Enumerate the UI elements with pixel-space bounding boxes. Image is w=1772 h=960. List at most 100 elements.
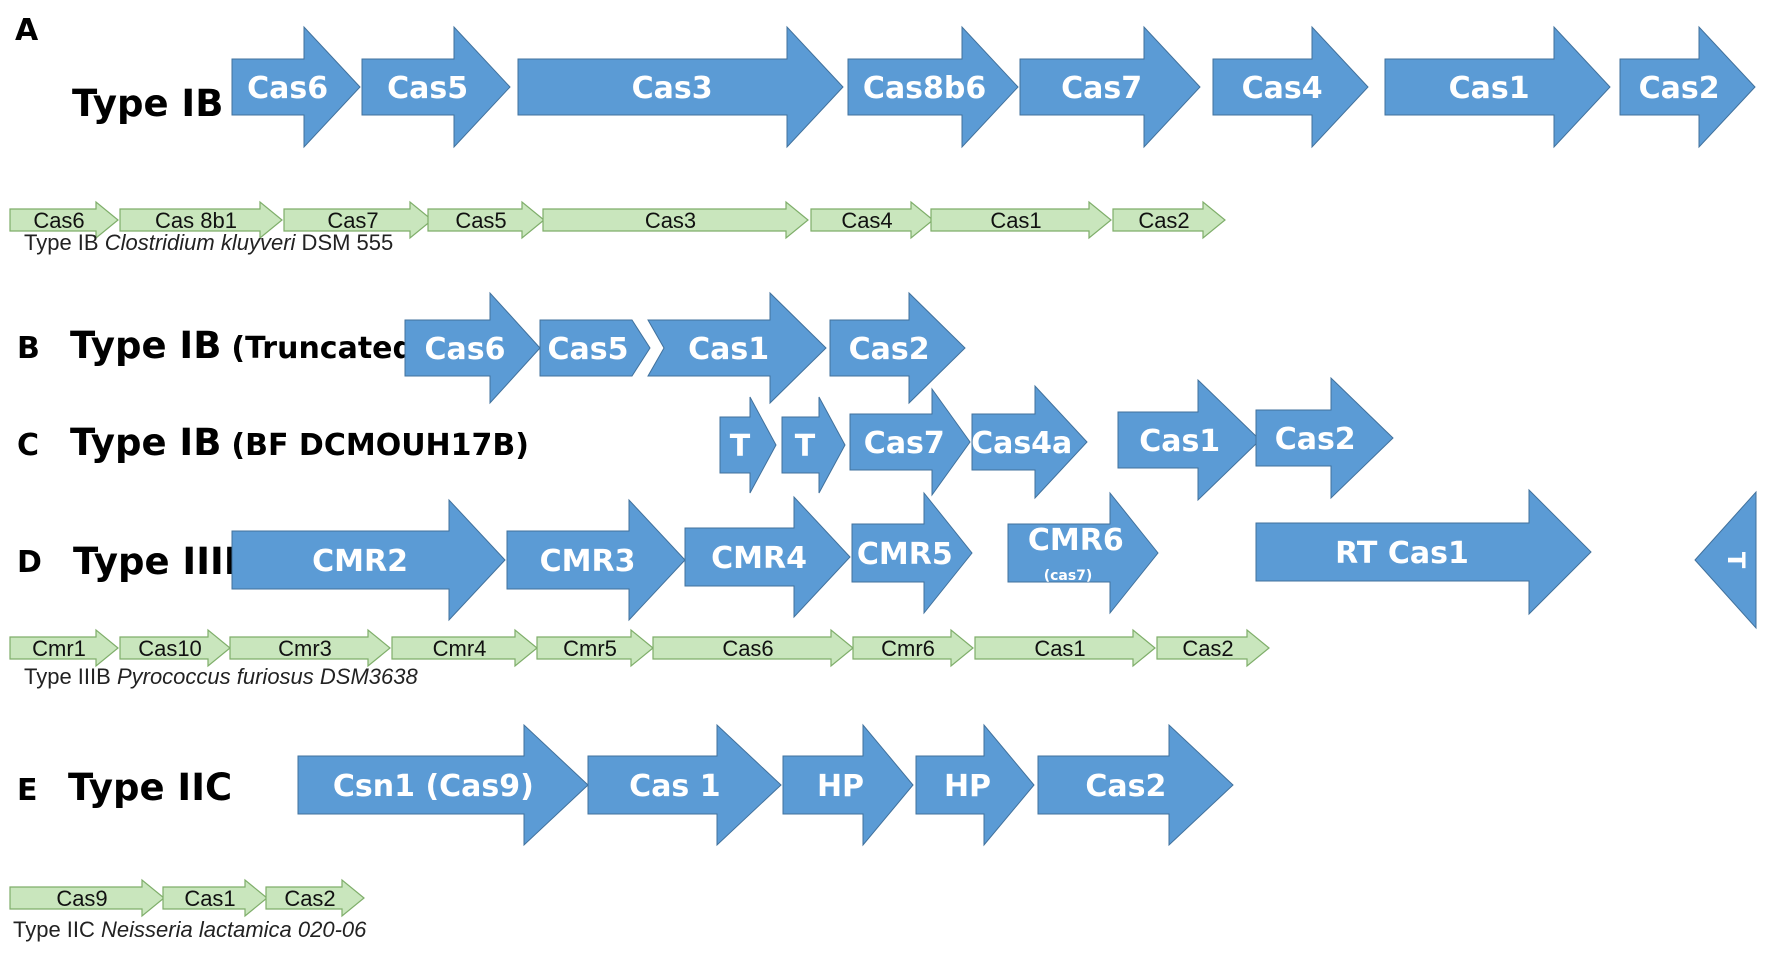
reference-gene-label: Cmr1 — [32, 636, 86, 661]
reference-gene-shape — [810, 200, 934, 240]
panel-b-title-sub: (Truncated) — [231, 331, 427, 366]
gene-arrow-shape — [1619, 25, 1756, 149]
gene-arrow-shape — [915, 723, 1035, 847]
reference-gene-arrow: Cas6 — [652, 628, 854, 668]
reference-gene-shape — [1156, 628, 1270, 668]
reference-gene-label: Cas1 — [1034, 636, 1085, 661]
panel-letter-e: E — [17, 773, 38, 808]
gene-arrow-c-1-t: T — [781, 396, 846, 494]
panel-d-reference-row: Cmr1 Cas10 Cmr3 Cmr4 Cmr5 Cas6 Cmr6 Cas1 Cas2 — [9, 628, 1270, 668]
gene-arrow-shape — [1117, 378, 1261, 502]
reference-gene-shape — [119, 200, 283, 240]
gene-arrow-shape — [539, 319, 651, 377]
reference-gene-label: Cas6 — [33, 208, 84, 233]
reference-gene-label: Cmr3 — [278, 636, 332, 661]
reference-gene-label: Cmr6 — [881, 636, 935, 661]
reference-gene-arrow: Cas2 — [265, 878, 365, 918]
gene-label: Cas4 — [1242, 71, 1323, 106]
reference-gene-shape — [427, 200, 545, 240]
reference-gene-label: Cas5 — [455, 208, 506, 233]
reference-gene-shape — [652, 628, 854, 668]
reference-gene-label: Cas 8b1 — [155, 208, 237, 233]
gene-arrow-cmr2: CMR2 — [231, 498, 506, 622]
gene-arrow-e-4-cas2: Cas2 — [1037, 723, 1234, 847]
gene-label: Cas3 — [632, 71, 713, 106]
gene-arrow-shape — [1037, 723, 1234, 847]
gene-arrow-shape — [1255, 488, 1592, 616]
gene-label: CMR3 — [540, 544, 636, 579]
reference-gene-arrow: Cas2 — [1156, 628, 1270, 668]
caption-strain: DSM 555 — [295, 230, 393, 255]
gene-arrow-c-3-cas4a: Cas4a — [971, 384, 1088, 500]
gene-arrow-cas7: Cas7 — [1019, 25, 1201, 149]
gene-label: Cas7 — [864, 426, 945, 461]
reference-gene-shape — [852, 628, 974, 668]
reference-gene-arrow: Cas10 — [119, 628, 231, 668]
caption-organism: Clostridium kluyveri — [105, 230, 297, 255]
panel-d-title: Type IIIB — [73, 540, 252, 583]
gene-arrow-e-0-csn1-cas9-: Csn1 (Cas9) — [297, 723, 589, 847]
reference-gene-label: Cas2 — [284, 886, 335, 911]
caption-prefix: Type IIC — [13, 917, 101, 942]
reference-gene-arrow: Cas3 — [542, 200, 809, 240]
gene-label: RT Cas1 — [1335, 536, 1469, 571]
reference-gene-arrow: Cmr6 — [852, 628, 974, 668]
gene-arrow-shape — [404, 291, 541, 405]
gene-arrow-shape — [971, 384, 1088, 500]
reference-gene-label: Cas6 — [722, 636, 773, 661]
gene-label: Cas8b6 — [863, 71, 986, 106]
gene-label: Cas7 — [1061, 71, 1142, 106]
gene-arrow-shape — [361, 25, 511, 149]
reference-gene-shape — [1112, 200, 1226, 240]
gene-arrow-cas6: Cas6 — [404, 291, 541, 405]
gene-arrow-shape — [1384, 25, 1611, 149]
panel-a-reference-caption: Type IB Clostridium kluyveri DSM 555 — [24, 230, 393, 255]
gene-arrow-cas2: Cas2 — [829, 291, 966, 405]
reference-gene-arrow: Cas1 — [974, 628, 1156, 668]
gene-label: Cas4a — [971, 426, 1072, 461]
gene-arrow-shape — [849, 387, 971, 497]
gene-label: Cas 1 — [629, 769, 720, 804]
gene-arrow-cmr3: CMR3 — [506, 498, 686, 622]
reference-gene-arrow: Cas4 — [810, 200, 934, 240]
panel-letter-b: B — [17, 331, 40, 366]
gene-arrow-t-reverse: T — [1694, 490, 1757, 630]
gene-arrow-rt-cas1: RT Cas1 — [1255, 488, 1592, 616]
gene-arrow-cas1: Cas1 — [647, 291, 827, 405]
gene-label: Cas2 — [849, 332, 930, 367]
gene-label: Cas1 — [1139, 424, 1220, 459]
gene-arrow-cas5: Cas5 — [539, 319, 651, 377]
cmr6-sub-label: (cas7) — [1044, 568, 1093, 584]
reference-gene-label: Cmr4 — [433, 636, 487, 661]
panel-a-title: Type IB — [72, 82, 223, 125]
reference-gene-arrow: Cmr1 — [9, 628, 119, 668]
gene-label: HP — [817, 769, 864, 804]
reference-gene-label: Cas2 — [1138, 208, 1189, 233]
gene-label: HP — [944, 769, 991, 804]
gene-label: Cas5 — [387, 71, 468, 106]
reference-gene-label: Cas2 — [1182, 636, 1233, 661]
gene-arrow-c-0-t: T — [719, 396, 777, 494]
gene-label: Cas6 — [425, 332, 506, 367]
reference-gene-label: Cas7 — [327, 208, 378, 233]
gene-arrow-shape — [719, 396, 777, 494]
caption-organism: Pyrococcus furiosus DSM3638 — [117, 664, 419, 689]
reference-gene-shape — [119, 628, 231, 668]
gene-label: Cas2 — [1275, 422, 1356, 457]
gene-arrow-shape — [231, 25, 361, 149]
reference-gene-shape — [9, 878, 165, 918]
gene-label: Cas1 — [688, 332, 769, 367]
reference-gene-shape — [283, 200, 433, 240]
reference-gene-label: Cas4 — [841, 208, 892, 233]
reference-gene-label: Cmr5 — [563, 636, 617, 661]
gene-label: CMR2 — [312, 544, 408, 579]
reference-gene-arrow: Cas5 — [427, 200, 545, 240]
gene-arrow-shape — [851, 491, 973, 615]
